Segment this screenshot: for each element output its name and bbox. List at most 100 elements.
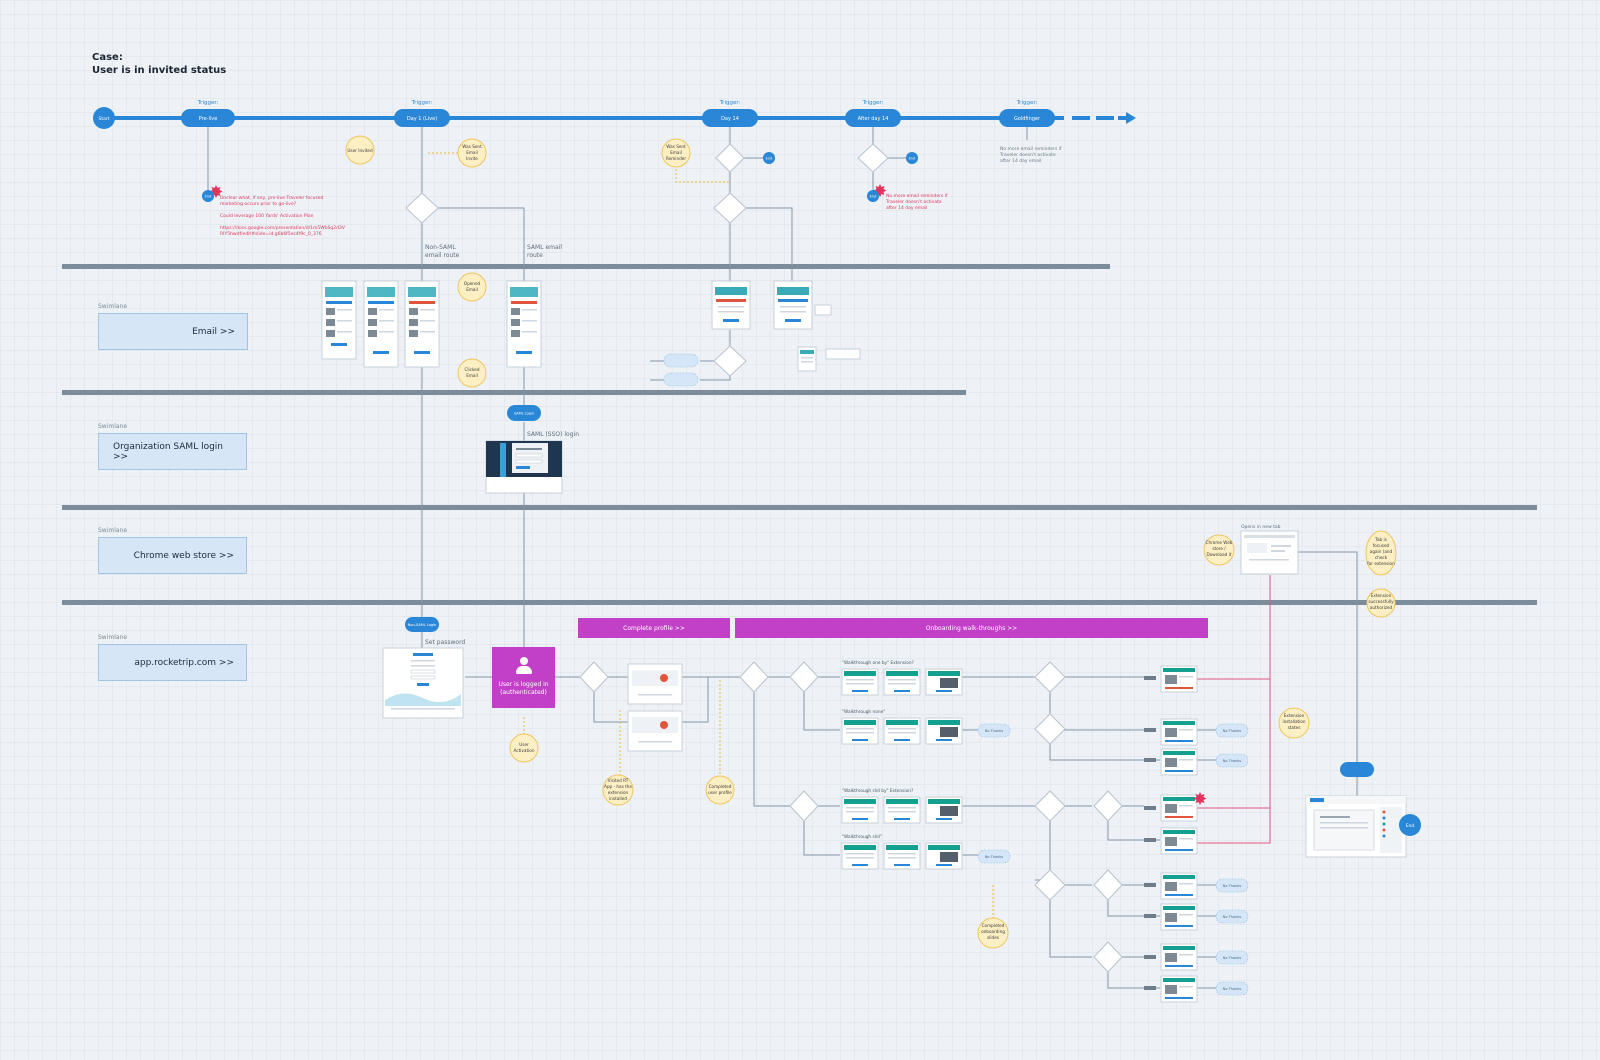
profile-mockups xyxy=(627,663,683,752)
email-mockups xyxy=(321,280,861,372)
route-label-saml-sso: SAML (SSO) login xyxy=(527,431,579,438)
swimlane-tag-app: Swimlane xyxy=(98,634,128,641)
svg-text:Visited RT: Visited RT xyxy=(608,778,629,783)
svg-text:SAML Login: SAML Login xyxy=(514,412,534,416)
svg-text:Invite: Invite xyxy=(466,156,478,161)
svg-text:No Thanks: No Thanks xyxy=(985,855,1004,859)
trigger-label-day-1: Trigger: xyxy=(411,100,433,106)
swimlane-organization-saml-login[interactable]: Organization SAML login >> xyxy=(98,433,247,470)
svg-text:After day 14: After day 14 xyxy=(858,116,889,122)
svg-text:Pre-live: Pre-live xyxy=(199,116,218,122)
swimlane-app-rocketrip[interactable]: app.rocketrip.com >> xyxy=(98,644,247,681)
svg-text:check: check xyxy=(1375,555,1388,560)
trigger-label-after-day-14: Trigger: xyxy=(862,100,884,106)
result-mockups xyxy=(1160,665,1198,1003)
app-store-node[interactable] xyxy=(1340,762,1374,777)
svg-text:End: End xyxy=(870,195,877,199)
trigger-goldfinger[interactable]: Goldfinger xyxy=(999,109,1055,127)
svg-text:Email: Email xyxy=(466,287,478,292)
extension-flow-lines xyxy=(1190,575,1271,844)
svg-text:Download it: Download it xyxy=(1207,552,1232,557)
timeline-nodes: Start Pre-live Day 1 (Live) Day 14 After… xyxy=(93,107,1421,836)
trigger-after-day-14[interactable]: After day 14 xyxy=(845,109,901,127)
svg-text:App - has the: App - has the xyxy=(604,784,632,789)
event-connectors xyxy=(428,152,994,918)
end-node-after14[interactable]: End xyxy=(906,152,918,164)
svg-text:focused: focused xyxy=(1373,543,1390,548)
auth-box-line1: User is logged in xyxy=(498,681,549,688)
svg-text:again (and: again (and xyxy=(1370,549,1393,554)
swimlane-email[interactable]: Email >> xyxy=(98,313,248,350)
svg-text:Opened: Opened xyxy=(464,281,481,286)
svg-text:Email: Email xyxy=(670,150,682,155)
band-complete-profile: Complete profile >> xyxy=(578,618,730,638)
svg-text:Day 1 (Live): Day 1 (Live) xyxy=(407,116,437,122)
end-node-after14-b[interactable]: End xyxy=(867,190,879,202)
walkthrough-labels: "Walkthrough one by" Extension? "Walkthr… xyxy=(842,660,914,840)
trigger-day-14[interactable]: Day 14 xyxy=(702,109,758,127)
svg-text:Day 14: Day 14 xyxy=(721,116,739,122)
svg-text:user profile: user profile xyxy=(708,790,732,795)
walkthrough-mockups xyxy=(841,668,963,870)
svg-text:Email: Email xyxy=(466,373,478,378)
svg-text:End: End xyxy=(205,195,212,199)
trigger-label-pre-live: Trigger: xyxy=(197,100,219,106)
svg-text:states: states xyxy=(1288,725,1301,730)
svg-text:onboarding: onboarding xyxy=(981,929,1005,934)
svg-text:No Thanks: No Thanks xyxy=(1223,987,1242,991)
case-title-line1: Case: xyxy=(92,52,123,63)
user-authenticated-box[interactable]: User is logged in (authenticated) xyxy=(492,647,555,708)
svg-text:"Walkthrough one by" Extension: "Walkthrough one by" Extension? xyxy=(842,660,914,666)
svg-text:"Walkthrough none": "Walkthrough none" xyxy=(842,709,885,715)
svg-text:"Walkthrough slid by" Extensio: "Walkthrough slid by" Extension? xyxy=(842,788,913,794)
route-label-non-saml: Non-SAML email route xyxy=(425,244,460,259)
chrome-tab-mockup xyxy=(1240,530,1299,575)
small-nodes: End End End End SAML Login Non-SAML Logi… xyxy=(202,152,1374,777)
svg-text:Clicked: Clicked xyxy=(464,367,479,372)
svg-text:Was Sent: Was Sent xyxy=(462,144,482,149)
svg-text:End: End xyxy=(909,157,916,161)
svg-text:Email: Email xyxy=(466,150,478,155)
svg-text:No Thanks: No Thanks xyxy=(1223,884,1242,888)
auth-box-line2: (authenticated) xyxy=(500,689,547,696)
non-saml-login-node[interactable]: Non-SAML Login xyxy=(405,617,439,632)
end-node-day14[interactable]: End xyxy=(763,152,775,164)
note-goldfinger: No more email reminders if Traveler does… xyxy=(1000,147,1062,164)
swimlane-separators xyxy=(62,264,1537,605)
trigger-day-1[interactable]: Day 1 (Live) xyxy=(394,109,450,127)
saml-login-mockup xyxy=(485,440,563,494)
route-label-opens-new-tab: Opens in new tab xyxy=(1241,525,1281,530)
svg-text:End: End xyxy=(1406,823,1415,829)
route-label-set-password: Set password xyxy=(425,639,466,646)
start-node[interactable]: Start xyxy=(93,107,115,129)
swimlane-chrome-web-store[interactable]: Chrome web store >> xyxy=(98,537,247,574)
case-title: Case: User is in invited status xyxy=(92,51,226,77)
svg-text:Extension: Extension xyxy=(1371,593,1392,598)
saml-login-node[interactable]: SAML Login xyxy=(507,405,541,421)
svg-text:successfully: successfully xyxy=(1368,599,1394,604)
svg-text:Extension: Extension xyxy=(1284,713,1305,718)
svg-text:extension: extension xyxy=(608,790,629,795)
case-title-line2: User is in invited status xyxy=(92,65,227,76)
svg-text:No Thanks: No Thanks xyxy=(985,729,1004,733)
svg-text:installation: installation xyxy=(1282,719,1305,724)
svg-text:No Thanks: No Thanks xyxy=(1223,915,1242,919)
svg-text:Tab is: Tab is xyxy=(1374,537,1387,542)
end-node-final[interactable]: End xyxy=(1399,814,1421,836)
svg-text:Chrome Web: Chrome Web xyxy=(1206,540,1233,545)
svg-text:Completed: Completed xyxy=(709,784,732,789)
svg-text:installed: installed xyxy=(609,796,627,801)
svg-text:store /: store / xyxy=(1212,546,1226,551)
trigger-pre-live[interactable]: Pre-live xyxy=(181,109,235,127)
end-node-prelive[interactable]: End xyxy=(202,190,214,202)
option-pill-labels: No Thanks No Thanks No Thanks No Thanks … xyxy=(985,729,1242,991)
